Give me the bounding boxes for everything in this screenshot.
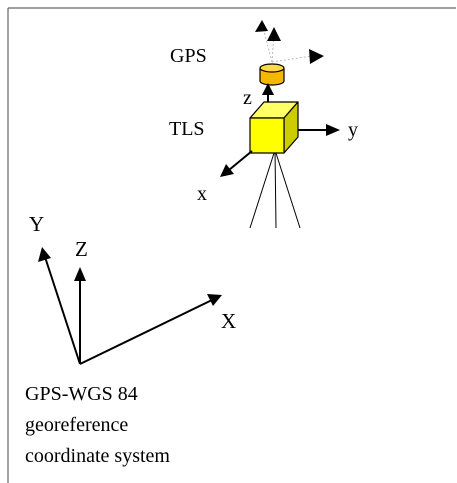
caption-line-3: coordinate system	[25, 445, 170, 467]
gps-axis-up-left-arrowhead	[255, 20, 268, 32]
tls-axis-x-line	[228, 150, 253, 171]
caption-line-2: georeference	[25, 414, 128, 436]
global-axis-y-arrowhead	[38, 247, 51, 262]
gps-local-axes	[255, 20, 324, 64]
tls-axis-x-arrowhead	[220, 164, 234, 177]
tls-axis-z-arrowhead	[262, 83, 274, 95]
gps-label: GPS	[170, 45, 207, 67]
tls-scanner-cube	[249, 101, 299, 154]
gps-antenna-top	[259, 63, 285, 73]
caption-line-1: GPS-WGS 84	[25, 383, 138, 405]
gps-antenna	[259, 63, 285, 86]
tls-axis-y-label: y	[348, 119, 358, 141]
global-axis-y-line	[44, 256, 81, 365]
global-axis-z-arrowhead	[74, 267, 86, 281]
gps-axis-right-arrowhead	[309, 49, 324, 64]
tripod-leg-right	[274, 149, 301, 229]
tripod	[249, 149, 301, 229]
global-axis-z-label: Z	[75, 237, 88, 261]
global-axis-x-arrowhead	[207, 294, 222, 306]
tripod-leg-center	[274, 149, 277, 229]
tls-local-axes	[220, 83, 340, 177]
cube-front-face	[249, 117, 285, 154]
tls-axis-x-label: x	[197, 183, 207, 205]
global-axis-x-line	[79, 299, 213, 365]
gps-axis-up-arrowhead	[267, 27, 281, 41]
tripod-leg-left	[249, 149, 276, 229]
gps-antenna-body	[259, 68, 285, 86]
global-axis-x-label: X	[221, 309, 236, 333]
tls-axis-y-arrowhead	[326, 124, 340, 136]
tls-axis-z-label: z	[243, 87, 252, 109]
tls-label: TLS	[169, 118, 205, 140]
global-axis-y-label: Y	[29, 212, 44, 236]
figure-frame	[7, 7, 456, 483]
global-axes	[38, 247, 222, 365]
